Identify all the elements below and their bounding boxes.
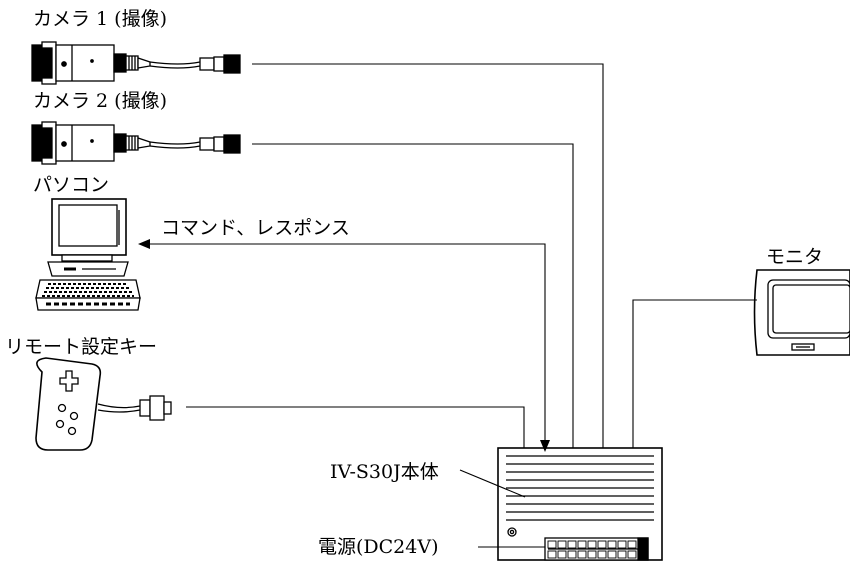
- camera-1-cable: [252, 64, 603, 448]
- monitor-icon: [755, 270, 850, 355]
- arrow-left-icon: [138, 239, 150, 249]
- camera-2-cable: [252, 144, 573, 448]
- camera-1-icon: [32, 42, 240, 84]
- command-response-label: コマンド、レスポンス: [161, 217, 350, 239]
- pc-icon: [36, 199, 140, 310]
- main-unit-label: IV-S30J本体: [330, 461, 439, 483]
- main-unit-icon: [498, 448, 662, 560]
- camera-1-label: カメラ 1 (撮像): [33, 8, 167, 30]
- pc-label: パソコン: [33, 174, 109, 196]
- remote-key-label: リモート設定キー: [5, 336, 157, 358]
- monitor-label: モニタ: [766, 246, 823, 268]
- pc-command-line: [150, 244, 545, 440]
- power-label: 電源(DC24V): [318, 536, 439, 558]
- monitor-cable: [633, 300, 757, 448]
- remote-icon: [36, 358, 171, 450]
- camera-2-icon: [32, 122, 240, 164]
- remote-cable: [186, 407, 524, 448]
- camera-2-label: カメラ 2 (撮像): [33, 90, 167, 112]
